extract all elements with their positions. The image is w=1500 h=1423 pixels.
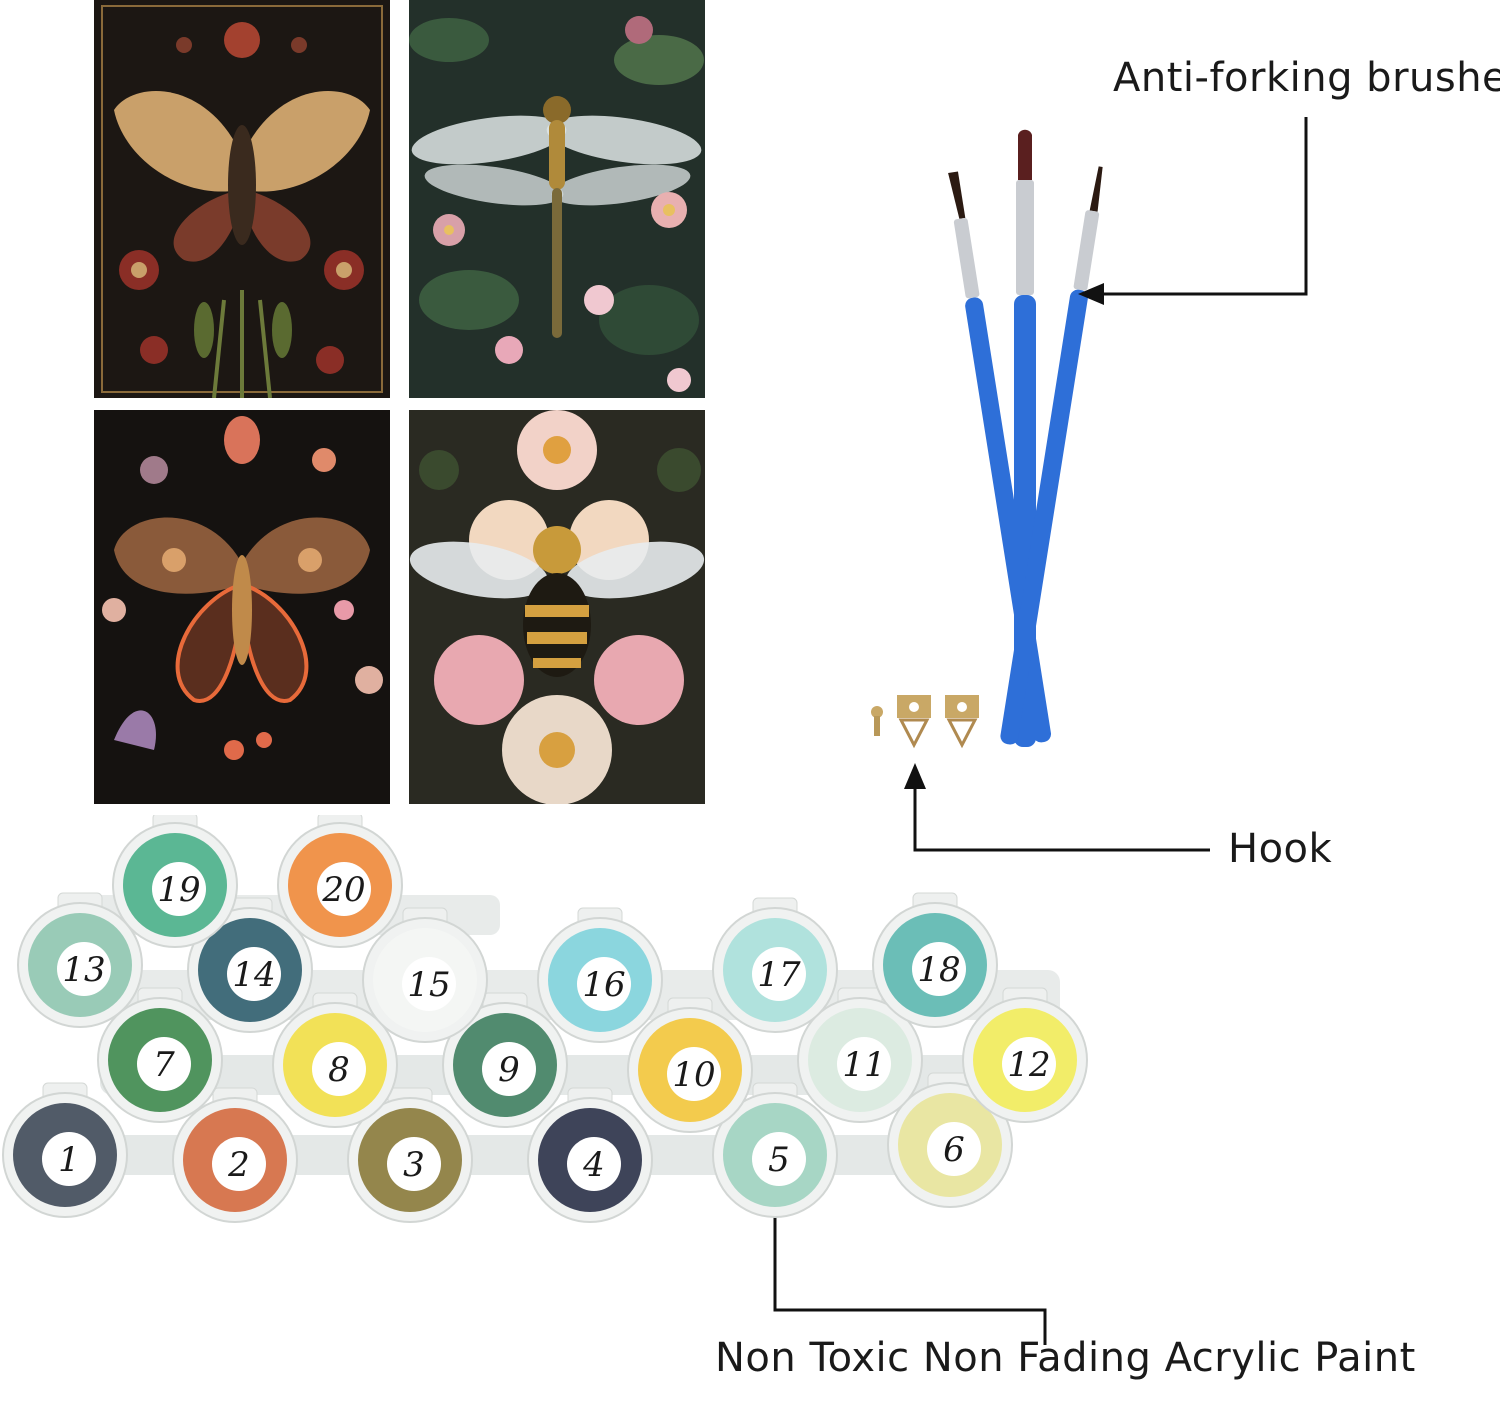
painting-moth — [94, 0, 390, 398]
paint-pot-11: 11 — [797, 987, 923, 1123]
paint-pot-number: 17 — [757, 955, 801, 995]
paint-pot-number: 4 — [582, 1145, 605, 1185]
paint-pot-number: 3 — [403, 1145, 425, 1185]
paint-pot-4: 4 — [527, 1087, 653, 1223]
paint-pot-number: 16 — [582, 965, 625, 1005]
paint-pot-number: 14 — [232, 955, 275, 995]
paint-pot-number: 1 — [58, 1140, 80, 1180]
paint-pot-number: 13 — [62, 950, 105, 990]
paint-pot-number: 18 — [917, 950, 960, 990]
paint-pot-20: 20 — [277, 815, 403, 948]
paint-pot-number: 19 — [157, 870, 200, 910]
paint-pot-number: 10 — [672, 1055, 715, 1095]
paint-pot-number: 20 — [321, 870, 365, 910]
paint-pot-1: 1 — [2, 1082, 128, 1218]
paint-pot-number: 15 — [407, 965, 450, 1005]
paint-pot-19: 19 — [112, 815, 238, 948]
paint-pot-7: 7 — [97, 987, 223, 1123]
paint-pot-8: 8 — [272, 992, 398, 1128]
paint-pot-10: 10 — [627, 997, 753, 1133]
brushes-label: Anti-forking brushes — [1113, 55, 1500, 101]
paint-pot-5: 5 — [712, 1082, 838, 1218]
paint-pot-14: 14 — [187, 897, 313, 1033]
paint-pot-6: 6 — [887, 1072, 1013, 1208]
paint-brushes — [920, 120, 1120, 760]
paint-pot-number: 2 — [227, 1145, 250, 1185]
paint-pot-9: 9 — [442, 992, 568, 1128]
painting-dragonfly — [409, 0, 705, 398]
hook-label: Hook — [1228, 826, 1333, 872]
paint-pot-12: 12 — [962, 987, 1088, 1123]
painting-butterfly — [94, 410, 390, 804]
paint-pot-number: 9 — [498, 1050, 520, 1090]
paint-pot-number: 12 — [1007, 1045, 1050, 1085]
paint-pot-3: 3 — [347, 1087, 473, 1223]
paint-pot-number: 7 — [153, 1045, 175, 1085]
paint-pot-number: 6 — [943, 1130, 965, 1170]
paint-label: Non Toxic Non Fading Acrylic Paint — [715, 1335, 1416, 1381]
paint-pot-2: 2 — [172, 1087, 298, 1223]
paint-pot-number: 5 — [768, 1140, 790, 1180]
paint-pot-18: 18 — [872, 892, 998, 1028]
paint-pot-15: 15 — [362, 907, 488, 1043]
paint-pot-13: 13 — [17, 892, 143, 1028]
paint-pot-number: 8 — [328, 1050, 350, 1090]
paint-pot-16: 16 — [537, 907, 663, 1043]
hooks-and-screw — [865, 690, 985, 760]
painting-bee — [409, 410, 705, 804]
paint-pot-17: 17 — [712, 897, 838, 1033]
paint-pot-number: 11 — [842, 1045, 885, 1085]
